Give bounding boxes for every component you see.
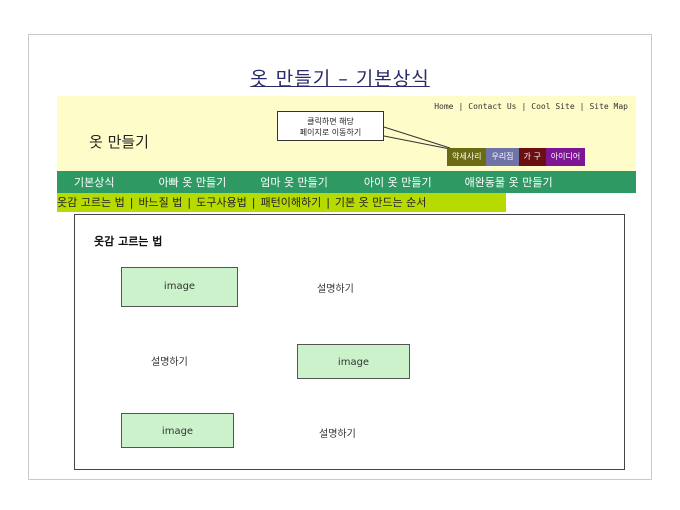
- page-title: 옷 만들기 – 기본상식: [250, 68, 430, 90]
- nav-item-mom-clothes[interactable]: 엄마 옷 만들기: [260, 176, 328, 189]
- top-links: Home | Contact Us | Cool Site | Site Map: [434, 102, 628, 111]
- subnav-item-basic-order[interactable]: 기본 옷 만드는 순서: [334, 196, 427, 209]
- callout-note: 클릭하면 해당 페이지로 이동하기: [277, 111, 384, 141]
- top-link-cool-site[interactable]: Cool Site: [531, 102, 575, 111]
- site-header: Home | Contact Us | Cool Site | Site Map 옷 만들기…: [57, 96, 636, 171]
- sub-nav: 옷감 고르는 법 | 바느질 법 | 도구사용법 | 패턴이해하기 | 기본 옷 만드는 순서: [57, 193, 506, 212]
- description-text: 설명하기: [151, 357, 188, 368]
- subnav-separator: |: [187, 196, 192, 209]
- top-link-home[interactable]: Home: [434, 102, 454, 111]
- callout-line-1: 클릭하면 해당: [307, 117, 354, 126]
- subnav-item-patterns[interactable]: 패턴이해하기: [260, 196, 322, 209]
- site-logo[interactable]: 옷 만들기: [89, 133, 149, 151]
- nav-item-kid-clothes[interactable]: 아이 옷 만들기: [363, 176, 432, 189]
- description-text: 설명하기: [319, 429, 356, 440]
- subnav-item-fabric[interactable]: 옷감 고르는 법: [57, 196, 125, 209]
- image-placeholder: image: [121, 413, 234, 448]
- mini-menu: 약세사리 우리집 가 구 아이디어: [447, 148, 586, 166]
- main-nav: 기본상식 아빠 옷 만들기 엄마 옷 만들기 아이 옷 만들기 애완동물 옷 만…: [57, 171, 636, 193]
- subnav-separator: |: [251, 196, 256, 209]
- subnav-item-tools[interactable]: 도구사용법: [196, 196, 247, 209]
- mini-menu-ideas[interactable]: 아이디어: [545, 148, 586, 166]
- mini-menu-our-home[interactable]: 우리집: [486, 148, 519, 166]
- mini-menu-furniture[interactable]: 가 구: [518, 148, 546, 166]
- top-link-site-map[interactable]: Site Map: [589, 102, 628, 111]
- nav-item-dad-clothes[interactable]: 아빠 옷 만들기: [158, 176, 227, 189]
- nav-item-pet-clothes[interactable]: 애완동물 옷 만들기: [464, 176, 553, 189]
- description-text: 설명하기: [317, 284, 354, 295]
- link-separator: |: [458, 102, 464, 111]
- nav-item-basics[interactable]: 기본상식: [74, 176, 115, 189]
- link-separator: |: [579, 102, 585, 111]
- mini-menu-accessories[interactable]: 약세사리: [447, 148, 487, 166]
- content-panel: 옷감 고르는 법 image 설명하기 설명하기 image image 설명하…: [74, 214, 625, 470]
- top-link-contact[interactable]: Contact Us: [468, 102, 517, 111]
- callout-pointer: [383, 126, 451, 150]
- subnav-separator: |: [326, 196, 330, 209]
- image-placeholder: image: [297, 344, 410, 379]
- image-placeholder: image: [121, 267, 238, 307]
- subnav-separator: |: [129, 196, 134, 209]
- content-title: 옷감 고르는 법: [94, 235, 163, 248]
- subnav-item-sewing[interactable]: 바느질 법: [138, 196, 183, 209]
- link-separator: |: [521, 102, 527, 111]
- callout-line-2: 페이지로 이동하기: [299, 128, 362, 137]
